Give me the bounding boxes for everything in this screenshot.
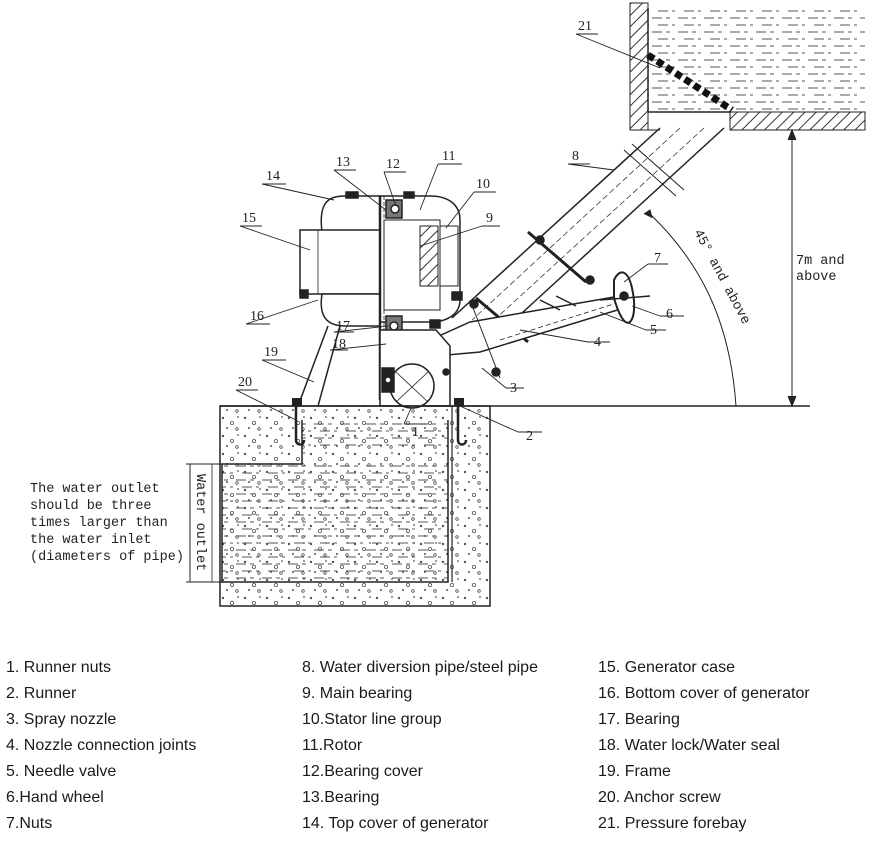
callout-13: 13	[336, 155, 350, 170]
angle-label: 45° and above	[690, 227, 753, 327]
outlet-note-line5: (diameters of pipe)	[30, 550, 184, 565]
height-label-line2: above	[796, 270, 837, 285]
callout-1: 1	[412, 425, 419, 440]
callout-4: 4	[594, 335, 601, 350]
legend-item: 15. Generator case	[598, 659, 735, 676]
callout-labels: 1 2 3 4 5 6 7 8 9 10 11 12 13 14 15 16 1…	[238, 19, 673, 444]
legend-column-2: 8. Water diversion pipe/steel pipe 9. Ma…	[302, 655, 538, 837]
callout-21: 21	[578, 19, 592, 34]
legend-item: 6.Hand wheel	[6, 789, 104, 806]
callout-8: 8	[572, 149, 579, 164]
callout-15: 15	[242, 211, 256, 226]
outlet-note-line1: The water outlet	[30, 482, 160, 497]
callout-16: 16	[250, 309, 264, 324]
dimension-lines	[186, 128, 797, 583]
callout-9: 9	[486, 211, 493, 226]
leader-lines	[235, 33, 684, 433]
outlet-note-line2: should be three	[30, 499, 152, 514]
callout-5: 5	[650, 323, 657, 338]
legend-item: 19. Frame	[598, 763, 671, 780]
callout-3: 3	[510, 381, 517, 396]
legend-item: 21. Pressure forebay	[598, 815, 747, 832]
callout-12: 12	[386, 157, 400, 172]
outlet-note-line3: times larger than	[30, 516, 168, 531]
legend-item: 3. Spray nozzle	[6, 711, 117, 728]
legend-item: 20. Anchor screw	[598, 789, 721, 806]
callout-17: 17	[336, 319, 350, 334]
callout-10: 10	[476, 177, 490, 192]
callout-14: 14	[266, 169, 280, 184]
legend-item: 16. Bottom cover of generator	[598, 685, 810, 702]
legend-item: 9. Main bearing	[302, 685, 413, 702]
callout-18: 18	[332, 337, 346, 352]
frame	[297, 325, 341, 407]
legend-item: 14. Top cover of generator	[302, 815, 489, 832]
legend-column-1: 1. Runner nuts 2. Runner 3. Spray nozzle…	[6, 655, 196, 837]
nozzle-assembly	[424, 235, 651, 379]
legend-item: 13.Bearing	[302, 789, 380, 806]
pressure-forebay	[629, 2, 866, 131]
callout-11: 11	[442, 149, 455, 164]
legend-item: 5. Needle valve	[6, 763, 117, 780]
legend-item: 17. Bearing	[598, 711, 680, 728]
runner-housing	[379, 329, 451, 409]
water-outlet-label: Water outlet	[192, 474, 207, 571]
legend-item: 11.Rotor	[302, 737, 363, 754]
turbine-diagram: 1 2 3 4 5 6 7 8 9 10 11 12 13 14 15 16 1…	[30, 2, 866, 607]
generator	[299, 191, 463, 400]
legend-item: 18. Water lock/Water seal	[598, 737, 780, 754]
legend-item: 2. Runner	[6, 685, 77, 702]
legend-item: 12.Bearing cover	[302, 763, 423, 780]
parts-legend: 1. Runner nuts 2. Runner 3. Spray nozzle…	[0, 655, 873, 841]
legend-item: 10.Stator line group	[302, 711, 442, 728]
legend-column-3: 15. Generator case 16. Bottom cover of g…	[598, 655, 810, 837]
outlet-note-line4: the water inlet	[30, 533, 152, 548]
callout-7: 7	[654, 251, 661, 266]
callout-20: 20	[238, 375, 252, 390]
legend-item: 1. Runner nuts	[6, 659, 111, 676]
legend-item: 7.Nuts	[6, 815, 53, 832]
height-label-line1: 7m and	[796, 254, 845, 269]
legend-item: 8. Water diversion pipe/steel pipe	[302, 659, 538, 676]
foundation	[219, 398, 810, 607]
callout-6: 6	[666, 307, 673, 322]
callout-2: 2	[526, 429, 533, 444]
callout-19: 19	[264, 345, 278, 360]
legend-item: 4. Nozzle connection joints	[6, 737, 197, 754]
